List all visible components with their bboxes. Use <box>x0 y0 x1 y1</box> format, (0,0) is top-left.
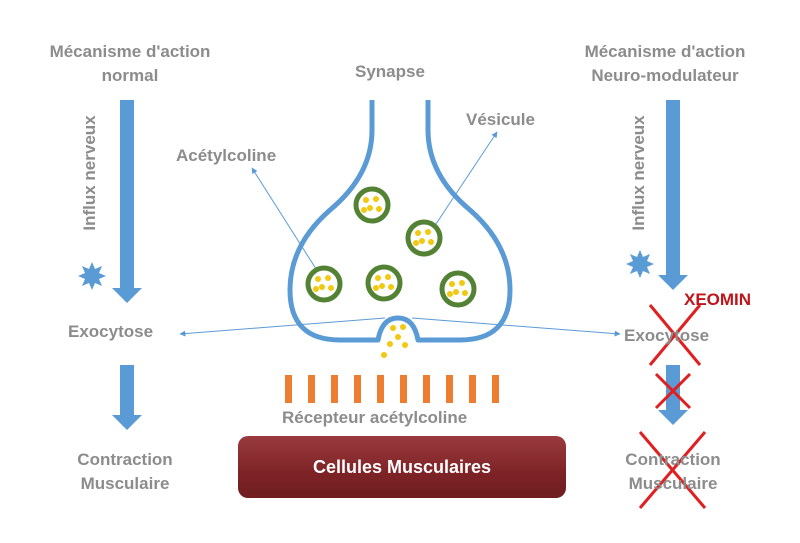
left-influx-label: Influx nerveux <box>80 115 99 231</box>
acetylcholine-label: Acétylcoline <box>176 146 277 165</box>
right-title-line1: Mécanisme d'action <box>584 42 746 61</box>
left-title-line1: Mécanisme d'action <box>49 42 211 61</box>
acetylcholine-pointer-line <box>251 167 319 273</box>
left-contraction-line1: Contraction <box>77 450 173 469</box>
muscle-cells-block: Cellules Musculaires <box>238 436 566 498</box>
muscle-cells-label: Cellules Musculaires <box>312 456 492 477</box>
left-title: Mécanisme d'action normal <box>20 40 240 88</box>
synapse-membrane <box>287 100 513 343</box>
vesicule-pointer-line <box>431 131 498 231</box>
left-contraction-line2: Musculaire <box>80 474 170 493</box>
left-title-line2: normal <box>101 66 159 85</box>
right-contraction-label: Contraction Musculaire <box>598 448 748 496</box>
left-starburst-icon <box>78 262 106 290</box>
receptor-label: Récepteur acétylcoline <box>282 408 468 427</box>
vesicle <box>405 219 443 257</box>
left-contraction-label: Contraction Musculaire <box>50 448 200 496</box>
released-acetylcholine <box>381 324 408 358</box>
right-contraction-line2: Musculaire <box>628 474 718 493</box>
left-exocytose-label: Exocytose <box>68 322 154 341</box>
exocytose-right-pointer-line <box>411 317 621 337</box>
vesicle <box>365 264 403 302</box>
vesicle <box>353 186 391 224</box>
right-influx-label: Influx nerveux <box>629 115 648 231</box>
synapse-label: Synapse <box>355 62 425 81</box>
right-contraction-line1: Contraction <box>625 450 721 469</box>
contraction-cross-icon <box>638 431 707 509</box>
receptors <box>285 375 499 403</box>
vesicle <box>439 270 477 308</box>
right-title-line2: Neuro-modulateur <box>591 66 739 85</box>
right-contraction-arrow <box>658 365 688 425</box>
left-influx-arrow <box>112 100 142 303</box>
xeomin-label: XEOMIN <box>684 290 752 309</box>
right-title: Mécanisme d'action Neuro-modulateur <box>555 40 775 88</box>
right-influx-arrow <box>658 100 688 290</box>
vesicle <box>305 265 343 303</box>
vesicule-label: Vésicule <box>466 110 535 129</box>
right-starburst-icon <box>626 250 654 278</box>
arrow-cross-icon <box>654 372 692 410</box>
left-contraction-arrow <box>112 365 142 430</box>
right-exocytose-label: Exocytose <box>624 326 710 345</box>
exocytose-left-pointer-line <box>179 317 386 337</box>
exocytose-cross-icon <box>648 304 702 366</box>
